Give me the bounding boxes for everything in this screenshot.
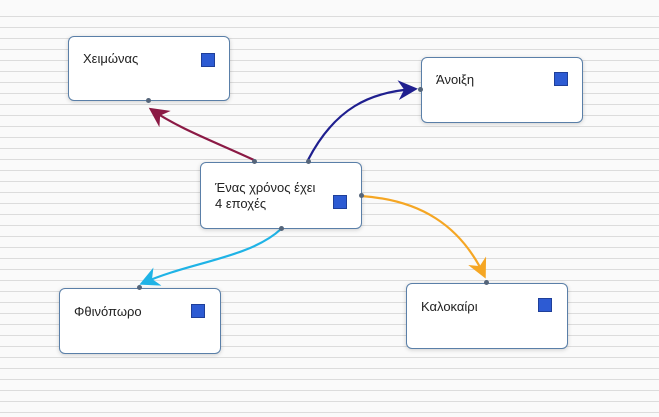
connection-port[interactable] <box>306 159 311 164</box>
edge-center-to-spring[interactable] <box>307 80 418 161</box>
connection-port[interactable] <box>484 280 489 285</box>
connection-port[interactable] <box>146 98 151 103</box>
connection-port[interactable] <box>279 226 284 231</box>
node-handle-icon[interactable] <box>201 53 215 67</box>
edge-center-to-summer[interactable] <box>360 194 487 279</box>
node-handle-icon[interactable] <box>554 72 568 86</box>
connection-port[interactable] <box>359 193 364 198</box>
edge-center-to-winter[interactable] <box>148 107 255 161</box>
edge-center-to-autumn[interactable] <box>139 228 282 286</box>
node-label-autumn: Φθινόπωρο <box>74 304 142 319</box>
node-handle-icon[interactable] <box>538 298 552 312</box>
node-label-spring: Άνοιξη <box>436 72 475 87</box>
node-center[interactable]: Ένας χρόνος έχει 4 εποχές <box>200 162 362 229</box>
connection-port[interactable] <box>252 159 257 164</box>
connection-port[interactable] <box>137 285 142 290</box>
node-label-winter: Χειμώνας <box>83 51 139 66</box>
node-handle-icon[interactable] <box>333 195 347 209</box>
node-label-summer: Καλοκαίρι <box>421 299 478 314</box>
node-summer[interactable]: Καλοκαίρι <box>406 283 568 349</box>
node-spring[interactable]: Άνοιξη <box>421 57 583 123</box>
node-label-center: Ένας χρόνος έχει 4 εποχές <box>215 180 316 211</box>
node-winter[interactable]: Χειμώνας <box>68 36 230 101</box>
connection-port[interactable] <box>418 87 423 92</box>
node-handle-icon[interactable] <box>191 304 205 318</box>
node-autumn[interactable]: Φθινόπωρο <box>59 288 221 354</box>
